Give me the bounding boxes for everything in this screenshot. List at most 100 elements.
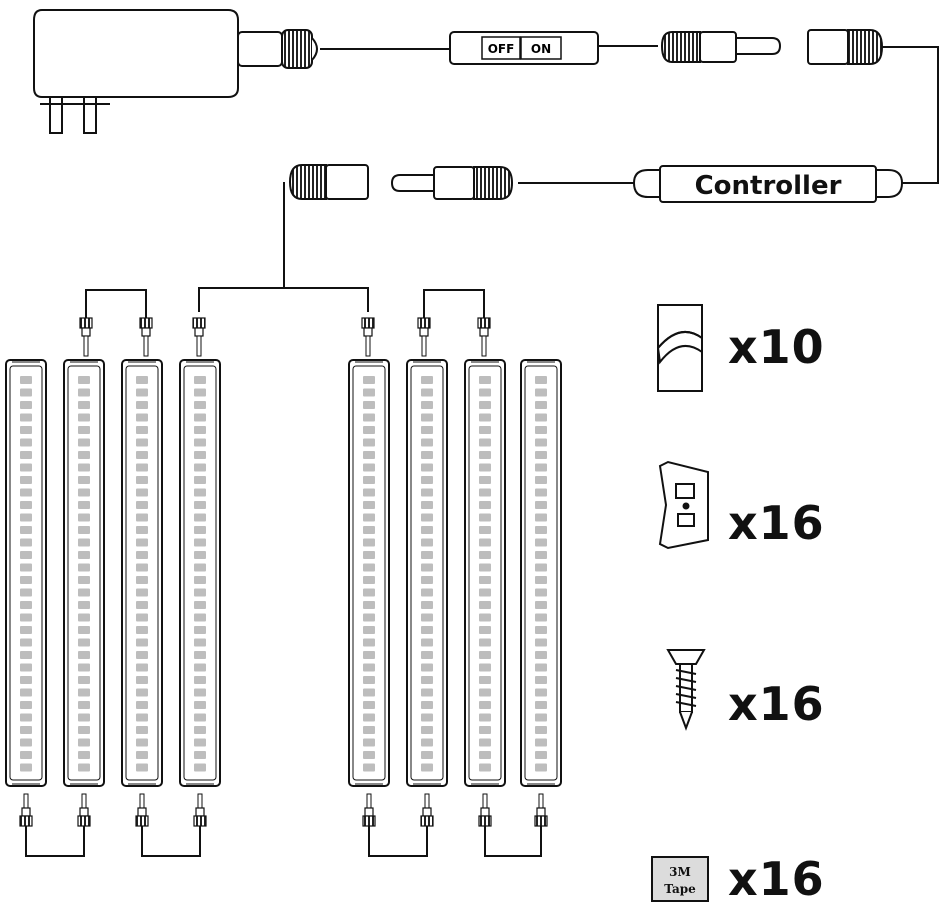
led-chip	[421, 663, 433, 672]
led-chip	[136, 601, 148, 609]
led-chip	[20, 651, 32, 659]
led-chip	[479, 651, 491, 659]
led-chip	[78, 551, 90, 559]
led-chip	[421, 576, 433, 584]
bar-plug-icon	[534, 793, 548, 827]
led-chip	[78, 563, 90, 572]
led-chip	[421, 488, 433, 497]
led-chip	[535, 638, 547, 647]
led-chip	[363, 538, 375, 547]
led-chip	[535, 413, 547, 422]
bar-plug-icon	[139, 317, 153, 357]
led-chip	[78, 501, 90, 509]
male-connector-icon	[660, 31, 782, 63]
led-chip	[136, 701, 148, 709]
led-chip	[479, 526, 491, 534]
led-chip	[363, 713, 375, 722]
tape-label-line1: 3M	[669, 865, 691, 879]
light-bar	[63, 359, 105, 787]
led-chip	[421, 651, 433, 659]
led-chip	[194, 676, 206, 684]
link-cable	[368, 826, 428, 857]
led-chip	[363, 663, 375, 672]
led-chip	[363, 751, 375, 759]
led-chip	[421, 601, 433, 609]
led-chip	[479, 476, 491, 484]
led-chip	[194, 551, 206, 559]
led-chip	[78, 376, 90, 384]
led-chip	[363, 651, 375, 659]
bar-plug-icon	[19, 793, 33, 827]
led-chip	[421, 626, 433, 634]
led-chip	[78, 751, 90, 759]
led-chip	[194, 501, 206, 509]
led-chip	[363, 576, 375, 584]
led-chip	[479, 663, 491, 672]
led-chip	[194, 413, 206, 422]
led-chip	[479, 688, 491, 697]
tape-quantity: x16	[728, 852, 825, 906]
female-connector-icon	[288, 164, 369, 200]
led-chip	[136, 751, 148, 759]
led-chip	[421, 613, 433, 622]
led-chip	[535, 538, 547, 547]
led-chip	[479, 501, 491, 509]
led-chip	[421, 551, 433, 559]
led-chip	[136, 388, 148, 397]
led-chip	[363, 401, 375, 409]
led-chip	[363, 613, 375, 622]
led-chip	[78, 688, 90, 697]
led-chip	[479, 726, 491, 734]
led-chip	[194, 601, 206, 609]
led-chip	[363, 488, 375, 497]
led-chip	[363, 426, 375, 434]
led-chip	[78, 651, 90, 659]
led-chip	[363, 413, 375, 422]
led-chip	[479, 413, 491, 422]
led-chip	[421, 738, 433, 747]
led-chip	[363, 763, 375, 772]
mounting-clip-icon	[658, 460, 709, 550]
link-cable	[484, 826, 542, 857]
led-chip	[136, 401, 148, 409]
led-chip	[535, 663, 547, 672]
bar-plug-icon	[478, 793, 492, 827]
led-chip	[421, 676, 433, 684]
led-chip	[194, 626, 206, 634]
led-chip	[479, 613, 491, 622]
bar-plug-icon	[193, 793, 207, 827]
bar-plug-icon	[361, 317, 375, 357]
led-chip	[20, 701, 32, 709]
led-chip	[136, 688, 148, 697]
led-chip	[363, 563, 375, 572]
led-chip	[136, 638, 148, 647]
led-chip	[78, 526, 90, 534]
led-chip	[78, 726, 90, 734]
led-chip	[20, 501, 32, 509]
female-connector-icon	[807, 29, 884, 65]
led-chip	[20, 576, 32, 584]
led-chip	[20, 751, 32, 759]
led-chip	[479, 763, 491, 772]
led-chip	[535, 726, 547, 734]
led-chip	[363, 701, 375, 709]
led-chip	[479, 488, 491, 497]
led-chip	[363, 513, 375, 522]
led-chip	[479, 426, 491, 434]
led-chip	[194, 726, 206, 734]
light-bar	[464, 359, 506, 787]
led-chip	[535, 451, 547, 459]
switch-on-label: ON	[531, 42, 551, 56]
led-chip	[194, 488, 206, 497]
led-chip	[20, 426, 32, 434]
led-chip	[20, 526, 32, 534]
led-chip	[194, 401, 206, 409]
led-chip	[535, 376, 547, 384]
led-chip	[363, 501, 375, 509]
led-chip	[421, 526, 433, 534]
led-chip	[421, 688, 433, 697]
bar-plug-icon	[135, 793, 149, 827]
led-chip	[421, 401, 433, 409]
led-chip	[136, 713, 148, 722]
led-chip	[535, 613, 547, 622]
